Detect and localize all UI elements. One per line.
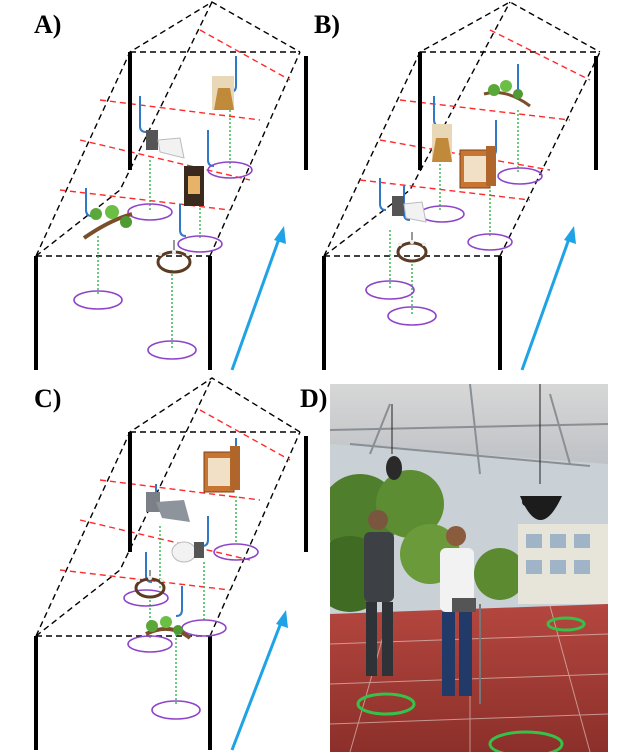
panel-label-a: A) <box>34 10 62 39</box>
track-lines-c <box>59 409 291 591</box>
bulb-lamp-icon-c <box>171 541 204 563</box>
panel-label-d: D) <box>300 384 328 413</box>
tent-outline-b <box>323 1 601 257</box>
tree-branch-small-icon <box>483 80 531 108</box>
panel-d: D) <box>300 376 628 752</box>
diagram-b <box>322 1 601 371</box>
posts-b <box>322 52 598 370</box>
diagram-a <box>34 1 308 371</box>
photo-illustration <box>330 384 608 752</box>
hanging-speaker <box>386 404 402 480</box>
tree-branch-icon-c <box>145 616 192 640</box>
chandelier-icon <box>156 240 192 274</box>
diagram-c <box>34 377 308 751</box>
tent-outline-a <box>35 1 301 257</box>
track-lines-a <box>59 29 291 211</box>
chandelier-icon-b <box>396 232 428 263</box>
person-left <box>364 510 394 676</box>
lamp-pendant-icon-b <box>432 124 452 162</box>
panel-c: C) <box>0 376 314 752</box>
track-lines-b <box>359 29 591 201</box>
wall-cabinet-icon <box>459 146 496 189</box>
background-trees <box>330 470 526 612</box>
direction-arrow-b <box>520 226 576 371</box>
spotlight-icon-b <box>392 196 427 223</box>
tent-outline-c <box>35 377 301 637</box>
panel-a: A) <box>0 0 314 376</box>
floor-target-rings <box>356 616 586 752</box>
wall-lantern-icon <box>184 166 204 206</box>
posts-a <box>34 52 308 370</box>
hanging-chandelier <box>520 384 562 520</box>
target-rings-a <box>73 161 253 360</box>
person-right <box>440 526 481 704</box>
panel-label-c: C) <box>34 384 62 413</box>
panel-b: B) <box>300 0 614 376</box>
spotlight-icon <box>146 130 185 159</box>
canopy-roof <box>330 384 608 464</box>
direction-arrow-c <box>230 610 288 751</box>
lamp-pendant-icon <box>212 76 234 110</box>
target-rings-c <box>123 543 259 720</box>
posts-c <box>34 432 308 750</box>
panel-label-b: B) <box>314 10 340 39</box>
target-rings-b <box>365 167 543 326</box>
wall-cabinet-icon-c <box>203 446 240 493</box>
tree-branch-icon <box>82 205 133 240</box>
direction-arrow-a <box>230 226 286 371</box>
chandelier-icon-c <box>134 570 166 599</box>
drop-lines-c <box>149 496 237 706</box>
experiment-photo <box>330 384 608 752</box>
drop-lines-a <box>97 110 231 348</box>
drop-lines-b <box>389 110 519 314</box>
spotlight-icon-c <box>146 492 190 522</box>
